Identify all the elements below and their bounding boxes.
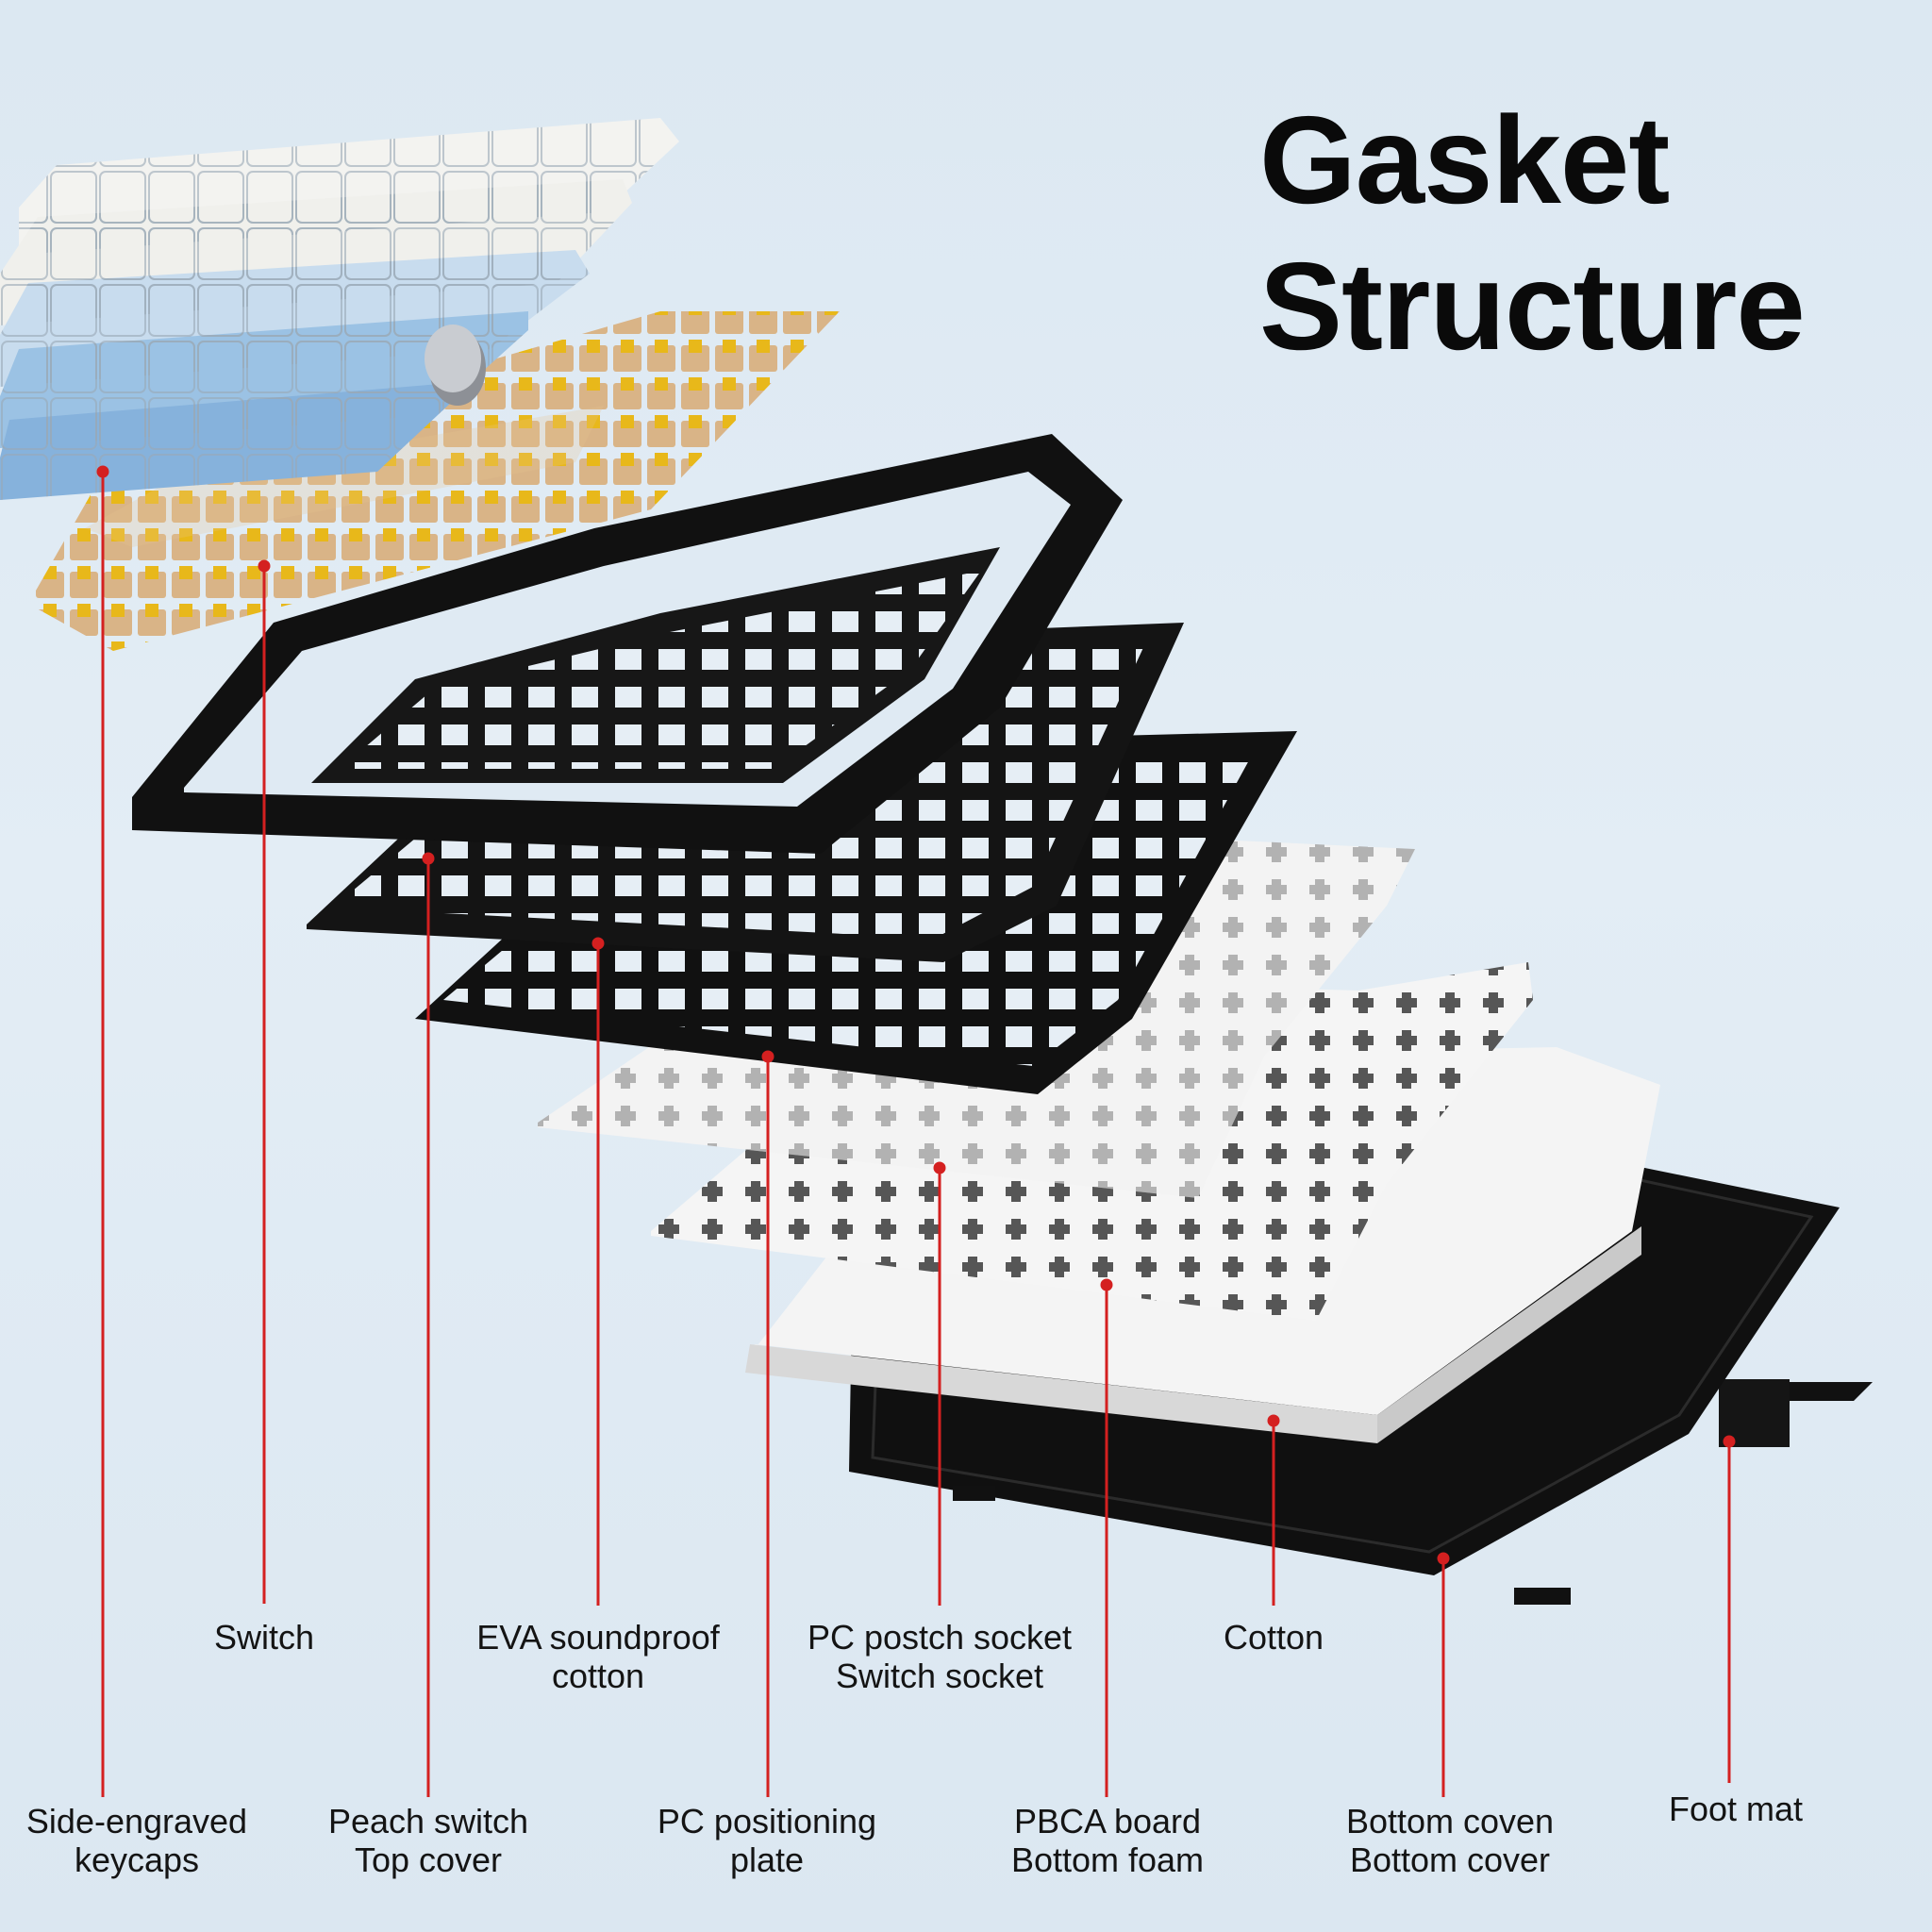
foot-mat-part: [1719, 1379, 1873, 1447]
title-line-1: Gasket: [1259, 91, 1670, 229]
switches-row-group: [28, 311, 840, 651]
label-top-cover: Peach switch Top cover: [327, 1802, 529, 1879]
diagram-title: Gasket Structure: [1259, 87, 1806, 379]
label-switch-socket: PC postch socket Switch socket: [807, 1618, 1073, 1695]
label-foot-mat: Foot mat: [1668, 1790, 1804, 1828]
top-cover-frame: [132, 434, 1123, 854]
label-plate: PC positioning plate: [657, 1802, 877, 1879]
title-line-2: Structure: [1259, 237, 1806, 375]
label-pcb: PBCA board Bottom foam: [1010, 1802, 1205, 1879]
label-eva-cotton: EVA soundproof cotton: [476, 1618, 720, 1695]
keycaps-group: [0, 118, 679, 500]
label-keycaps: Side-engraved keycaps: [25, 1802, 248, 1879]
volume-knob: [425, 325, 486, 406]
leader-lines: [96, 465, 1736, 1797]
label-bottom-cover: Bottom coven Bottom cover: [1345, 1802, 1555, 1879]
label-cotton: Cotton: [1223, 1618, 1324, 1657]
label-switch: Switch: [213, 1618, 315, 1657]
